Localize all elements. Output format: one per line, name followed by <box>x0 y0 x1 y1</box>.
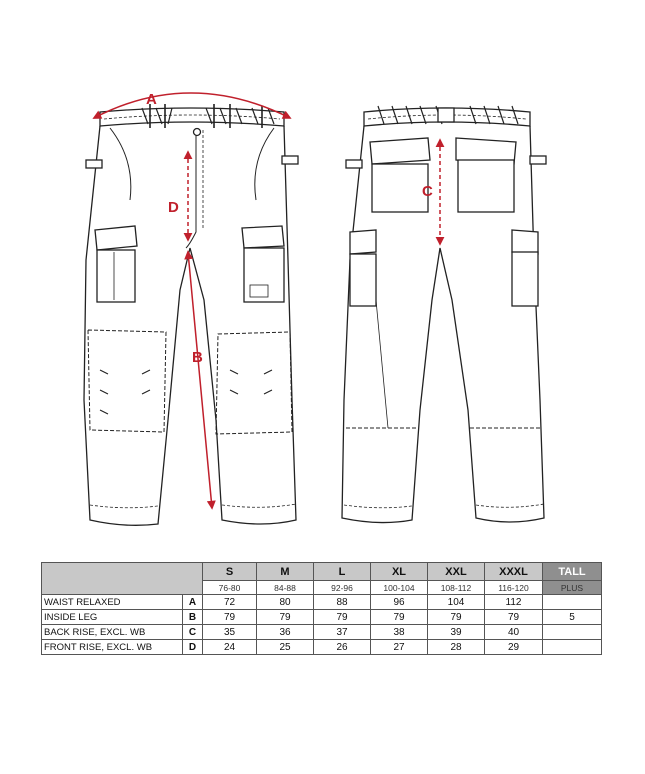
size-header-row: S M L XL XXL XXXL TALL <box>41 562 602 595</box>
table-cell: 79 <box>427 609 485 625</box>
size-chart-table: S M L XL XXL XXXL TALL 76-80 84-88 92-96… <box>41 562 602 655</box>
size-range: 100-104 <box>370 580 428 595</box>
row-name: INSIDE LEG <box>41 609 183 625</box>
table-cell: 24 <box>202 639 257 655</box>
table-cell: 26 <box>313 639 371 655</box>
back-view <box>341 105 547 524</box>
marker-c: C <box>422 183 433 200</box>
table-cell: 80 <box>256 594 314 610</box>
table-cell: 38 <box>370 624 428 640</box>
table-cell: 35 <box>202 624 257 640</box>
tall-label: TALL <box>542 562 602 581</box>
table-cell: 79 <box>202 609 257 625</box>
table-cell: 29 <box>484 639 543 655</box>
size-label: XXXL <box>484 562 543 581</box>
row-code: B <box>182 609 203 625</box>
row-code: D <box>182 639 203 655</box>
row-name: WAIST RELAXED <box>41 594 183 610</box>
size-label: S <box>202 562 257 581</box>
size-range: 92-96 <box>313 580 371 595</box>
row-name: BACK RISE, EXCL. WB <box>41 624 183 640</box>
tall-cell: 5 <box>542 609 602 625</box>
size-label: L <box>313 562 371 581</box>
marker-a: A <box>146 91 157 108</box>
tall-cell <box>542 624 602 640</box>
marker-d: D <box>168 199 179 216</box>
tall-cell <box>542 594 602 610</box>
row-code: A <box>182 594 203 610</box>
table-cell: 79 <box>313 609 371 625</box>
table-cell: 79 <box>484 609 543 625</box>
tall-cell <box>542 639 602 655</box>
table-cell: 72 <box>202 594 257 610</box>
size-range: 76-80 <box>202 580 257 595</box>
table-cell: 39 <box>427 624 485 640</box>
table-cell: 96 <box>370 594 428 610</box>
trousers-illustration: A D B C <box>83 91 547 526</box>
row-code: C <box>182 624 203 640</box>
table-cell: 27 <box>370 639 428 655</box>
size-label: M <box>256 562 314 581</box>
size-range: 116-120 <box>484 580 543 595</box>
front-measure-lines <box>92 92 292 510</box>
tall-sub: PLUS <box>542 580 602 595</box>
table-row: BACK RISE, EXCL. WB C 35 36 37 38 39 40 <box>41 624 602 640</box>
table-cell: 25 <box>256 639 314 655</box>
front-view <box>83 104 299 526</box>
table-cell: 112 <box>484 594 543 610</box>
table-cell: 88 <box>313 594 371 610</box>
row-name: FRONT RISE, EXCL. WB <box>41 639 183 655</box>
marker-b: B <box>192 349 203 366</box>
table-row: INSIDE LEG B 79 79 79 79 79 79 5 <box>41 609 602 625</box>
table-cell: 37 <box>313 624 371 640</box>
table-cell: 28 <box>427 639 485 655</box>
size-label: XXL <box>427 562 485 581</box>
table-row: WAIST RELAXED A 72 80 88 96 104 112 <box>41 594 602 610</box>
size-range: 84-88 <box>256 580 314 595</box>
table-cell: 79 <box>370 609 428 625</box>
size-label: XL <box>370 562 428 581</box>
table-row: FRONT RISE, EXCL. WB D 24 25 26 27 28 29 <box>41 639 602 655</box>
table-cell: 40 <box>484 624 543 640</box>
table-corner <box>41 562 203 595</box>
size-range: 108-112 <box>427 580 485 595</box>
table-cell: 79 <box>256 609 314 625</box>
table-cell: 36 <box>256 624 314 640</box>
table-cell: 104 <box>427 594 485 610</box>
